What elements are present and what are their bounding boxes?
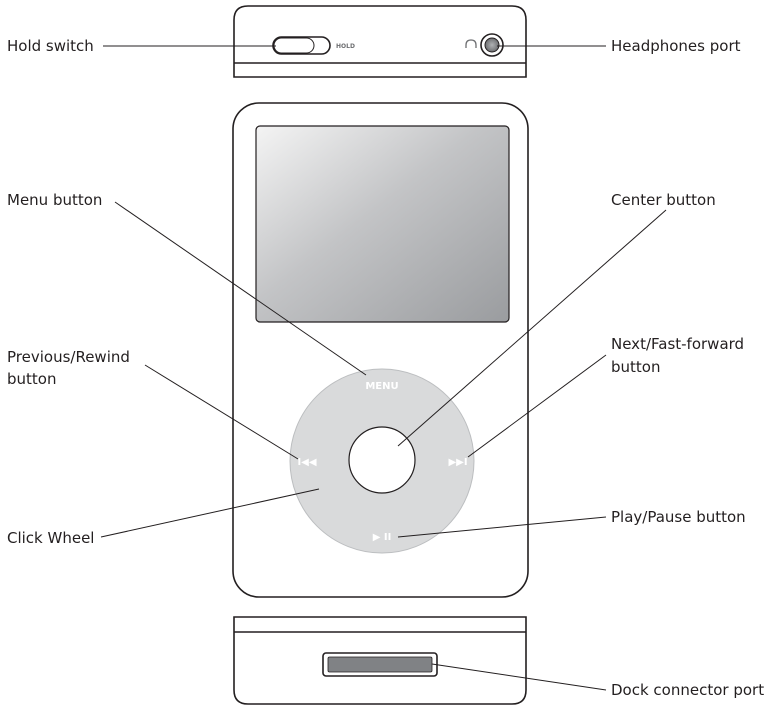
center-button [348, 426, 416, 494]
hold-switch: HOLD [272, 36, 355, 55]
leader-next-fast-forward [467, 354, 607, 458]
top-edge-view: HOLD [233, 5, 527, 78]
leader-dock-connector [431, 663, 607, 691]
menu-label: MENU [365, 381, 398, 392]
screen [255, 125, 510, 323]
label-center-button: Center button [611, 191, 716, 209]
leader-menu-button [114, 201, 367, 376]
label-click-wheel: Click Wheel [7, 529, 94, 547]
label-menu-button: Menu button [7, 191, 102, 209]
dock-connector [322, 652, 438, 677]
next-label: ▶▶I [448, 457, 467, 468]
leader-center-button [397, 209, 667, 447]
label-next-fast-forward-line1: Next/Fast-forward [611, 335, 744, 353]
bottom-edge-view [233, 616, 527, 705]
leader-click-wheel [100, 488, 320, 538]
leader-previous-rewind [144, 364, 299, 460]
front-view: MENU I◀◀ ▶▶I ▶ II [232, 102, 529, 598]
headphones-port [465, 33, 504, 57]
play-pause-label: ▶ II [373, 532, 392, 543]
callout-labels: Hold switch Headphones port Menu button … [7, 37, 764, 699]
label-headphones-port: Headphones port [611, 37, 741, 55]
leader-lines [100, 45, 667, 691]
label-previous-rewind-line1: Previous/Rewind [7, 348, 130, 366]
label-next-fast-forward-line2: button [611, 358, 660, 376]
label-previous-rewind-line2: button [7, 370, 56, 388]
headphones-icon [465, 39, 477, 48]
label-play-pause-button: Play/Pause button [611, 508, 746, 526]
leader-play-pause [397, 516, 607, 538]
label-dock-connector-port: Dock connector port [611, 681, 764, 699]
previous-label: I◀◀ [297, 457, 316, 468]
hold-label: HOLD [336, 43, 355, 50]
label-hold-switch: Hold switch [7, 37, 94, 55]
